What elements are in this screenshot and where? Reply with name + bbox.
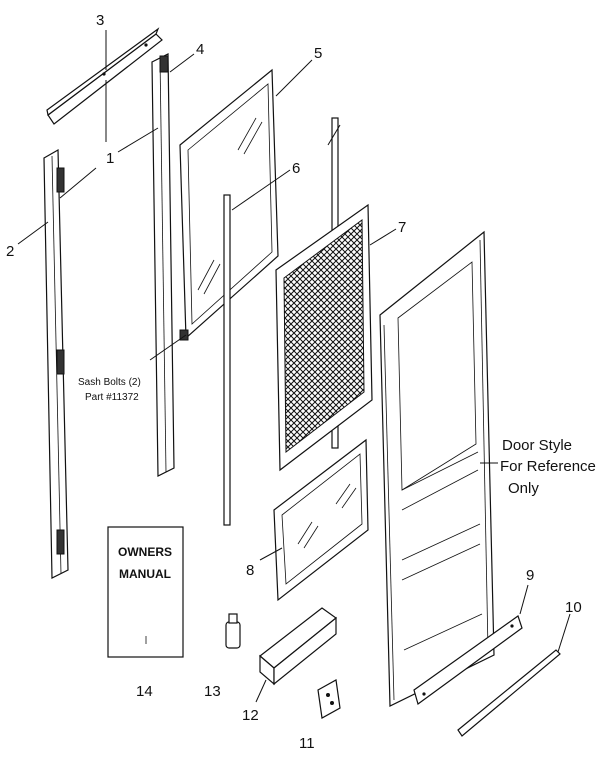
- callout-2: 2: [6, 243, 14, 260]
- callout-9: 9: [526, 567, 534, 584]
- callout-4: 4: [196, 41, 204, 58]
- part-4-latch-jamb: [151, 53, 175, 477]
- note-door-style-3: Only: [508, 480, 539, 497]
- callout-7: 7: [398, 219, 406, 236]
- part-7-screen-insert: [275, 203, 373, 472]
- manual-line-2: MANUAL: [119, 567, 171, 581]
- part-14-owners-manual: OWNERS MANUAL: [107, 526, 184, 658]
- callout-14: 14: [136, 683, 153, 700]
- note-door-style-1: Door Style: [502, 437, 572, 454]
- callout-1: 1: [106, 150, 114, 167]
- part-10-drip-strip: [457, 649, 561, 737]
- leader-lines: [17, 30, 571, 703]
- note-sash-part: Part #11372: [85, 392, 139, 403]
- note-door-style-2: For Reference: [500, 458, 596, 475]
- callout-10: 10: [565, 599, 582, 616]
- callout-12: 12: [242, 707, 259, 724]
- part-13-bottle: [225, 613, 241, 649]
- callout-5: 5: [314, 45, 322, 62]
- callout-3: 3: [96, 12, 104, 29]
- part-2-hinge-jamb: [43, 148, 69, 579]
- part-3-top-rail: [46, 27, 163, 125]
- callout-numbers: 3 1 2 4 5 6 7 8 9 10 11 12 13 14: [6, 12, 582, 752]
- part-8-lower-glass: [273, 438, 369, 602]
- callout-13: 13: [204, 683, 221, 700]
- callout-11: 11: [299, 735, 315, 752]
- part-9-bottom-sweep: [413, 615, 523, 705]
- callout-6: 6: [292, 160, 300, 177]
- callout-8: 8: [246, 562, 254, 579]
- door-reference: [379, 230, 495, 707]
- manual-line-1: OWNERS: [118, 545, 172, 559]
- notes: Sash Bolts (2) Part #11372 Door Style Fo…: [78, 377, 596, 497]
- part-11-hardware-card: [317, 679, 341, 719]
- note-sash-bolts: Sash Bolts (2): [78, 377, 141, 388]
- part-12-box: [259, 607, 337, 686]
